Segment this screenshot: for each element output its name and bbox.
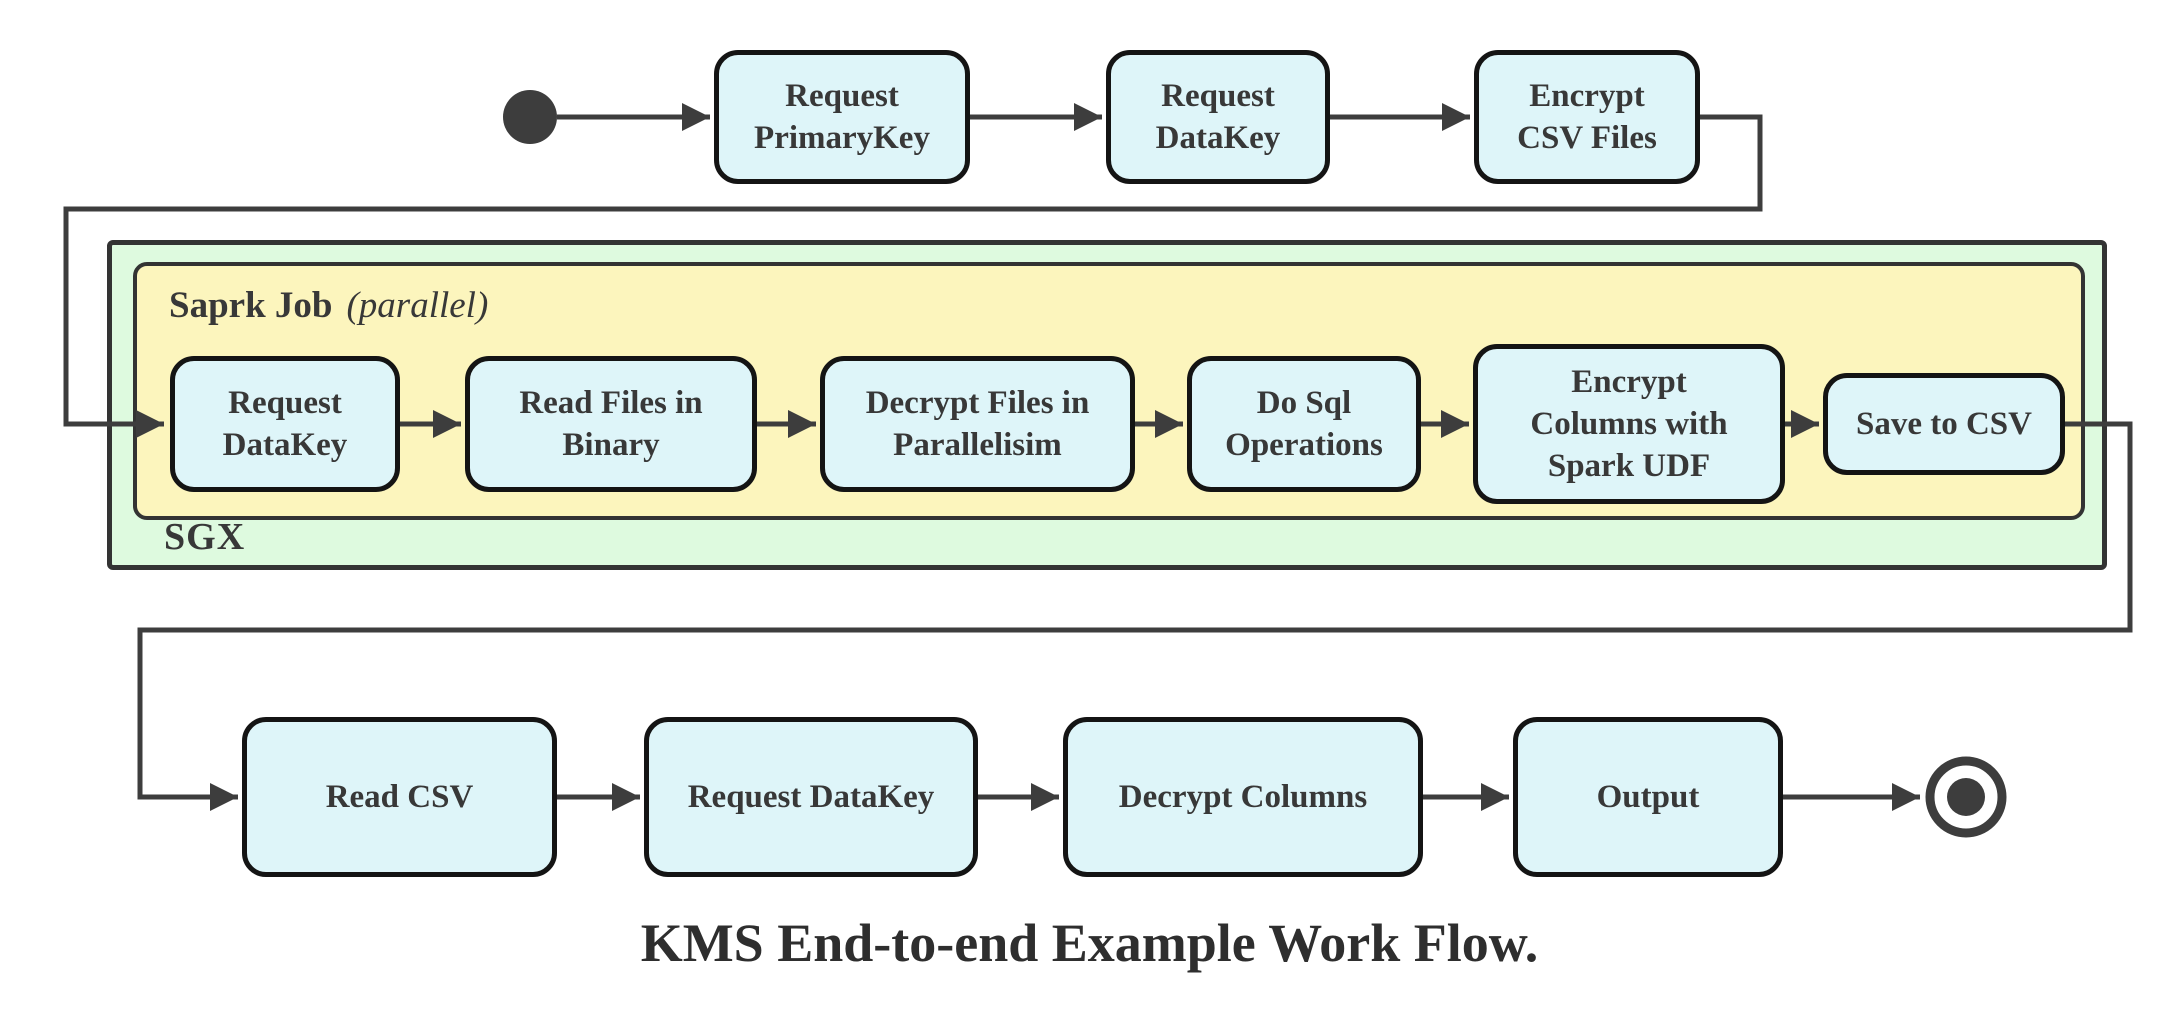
start-state-icon [503, 90, 557, 144]
spark-job-label-mode: (parallel) [346, 285, 489, 326]
node-request-primarykey: Request PrimaryKey [714, 50, 970, 184]
node-encrypt-csv-files: Encrypt CSV Files [1474, 50, 1700, 184]
node-do-sql-operations: Do Sql Operations [1187, 356, 1421, 492]
node-request-datakey-spark: Request DataKey [170, 356, 400, 492]
node-read-csv: Read CSV [242, 717, 557, 877]
end-state-icon [1925, 756, 2007, 838]
connector-save-to-csv-to-read-csv [137, 421, 2133, 811]
node-encrypt-columns-with-spark-udf: Encrypt Columns with Spark UDF [1473, 344, 1785, 504]
diagram-caption: KMS End-to-end Example Work Flow. [640, 913, 1539, 973]
node-read-files-in-binary: Read Files in Binary [465, 356, 757, 492]
sgx-label: SGX [164, 516, 246, 558]
node-save-to-csv: Save to CSV [1823, 373, 2065, 475]
connector-encrypt-csv-files-to-spark-request-datakey [63, 114, 1763, 438]
node-request-datakey-bottom: Request DataKey [644, 717, 978, 877]
node-decrypt-columns: Decrypt Columns [1063, 717, 1423, 877]
spark-job-label: Saprk Job (parallel) [169, 284, 488, 328]
node-output: Output [1513, 717, 1783, 877]
node-request-datakey-top: Request DataKey [1106, 50, 1330, 184]
spark-job-label-title: Saprk Job [169, 285, 333, 326]
node-decrypt-files-in-parallelisim: Decrypt Files in Parallelisim [820, 356, 1135, 492]
